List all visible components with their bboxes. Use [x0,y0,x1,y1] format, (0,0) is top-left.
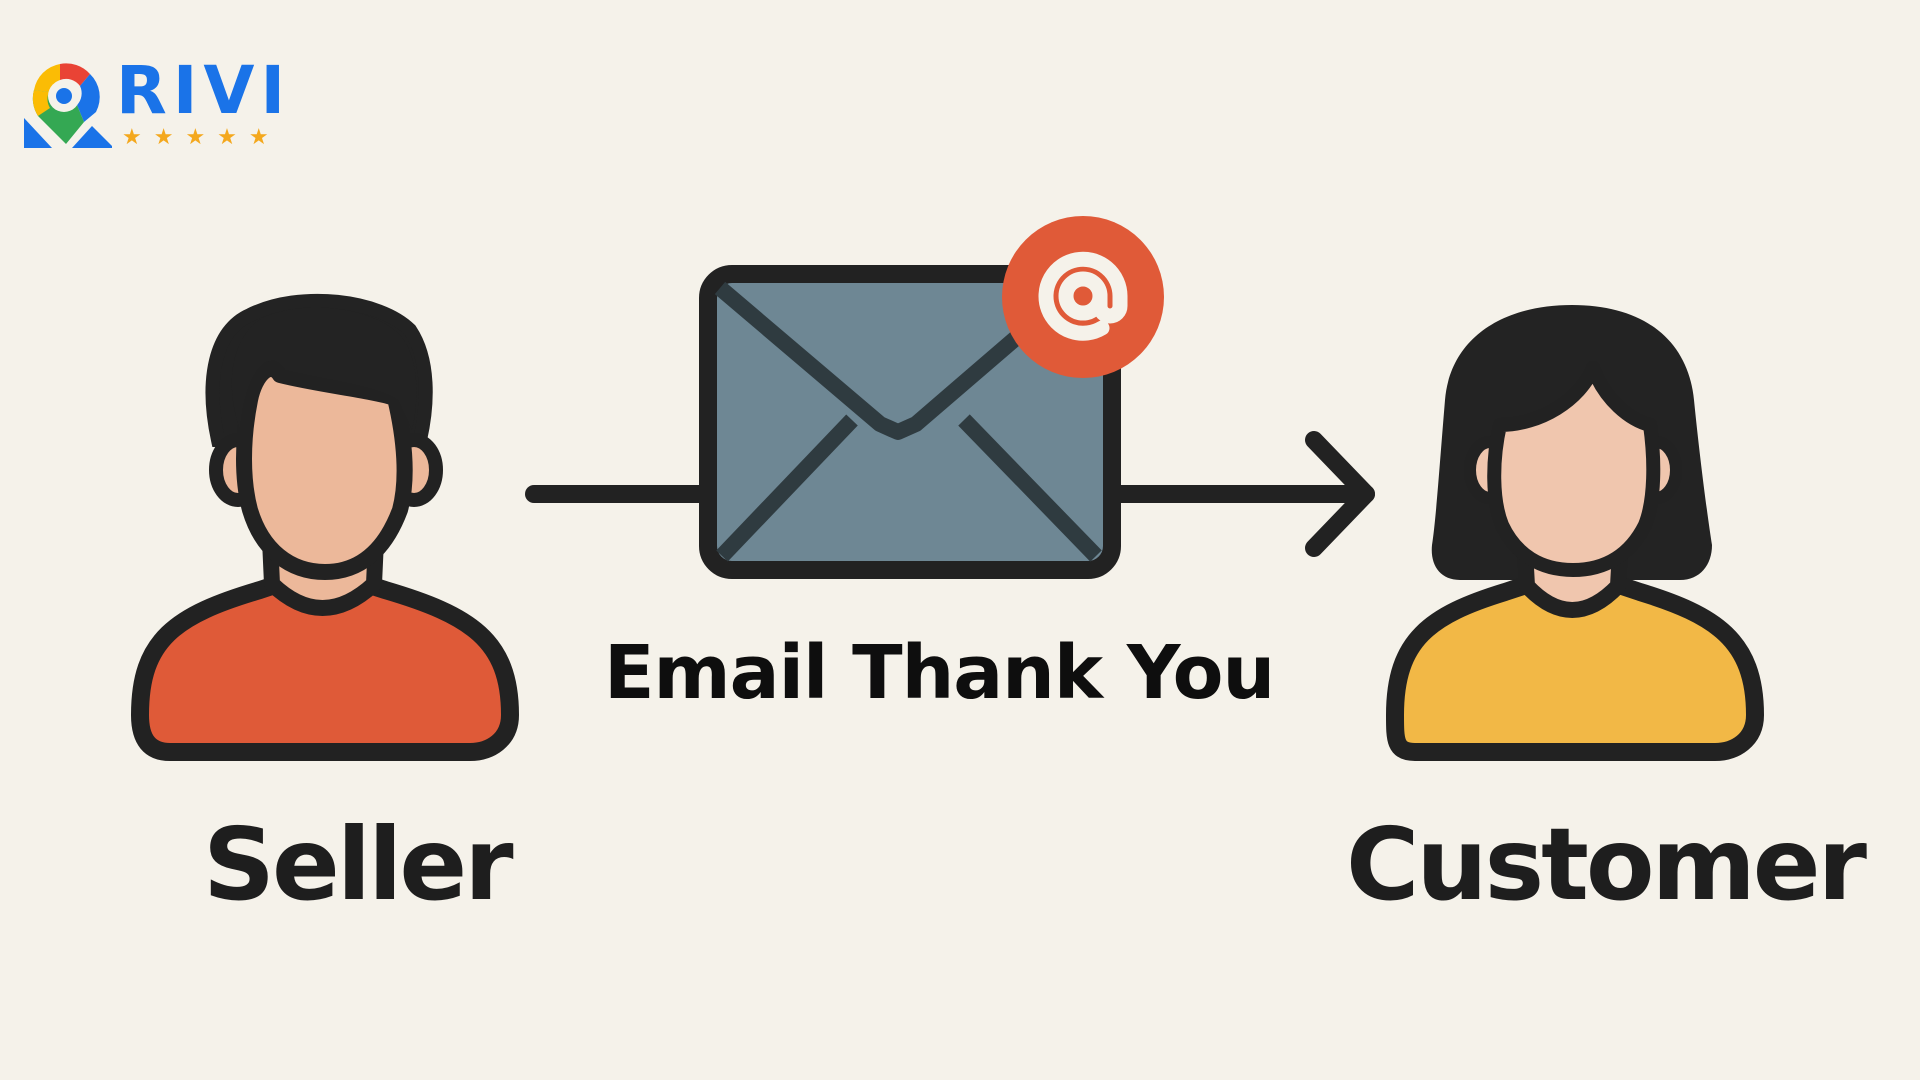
envelope-icon [699,265,1121,579]
seller-label: Seller [203,806,514,923]
diagram-title: Email Thank You [604,630,1275,716]
rivi-logo: RIVI ★★★★★ [22,56,292,155]
seller-avatar [131,293,519,761]
location-pin-icon [24,63,112,148]
arrow-right-icon [1106,431,1375,557]
customer-label: Customer [1346,806,1867,923]
at-sign-badge [1002,216,1164,378]
at-sign-icon [1038,251,1128,341]
brand-name: RIVI [116,52,292,129]
rating-stars-icon: ★★★★★ [122,125,281,150]
customer-avatar [1386,305,1764,761]
